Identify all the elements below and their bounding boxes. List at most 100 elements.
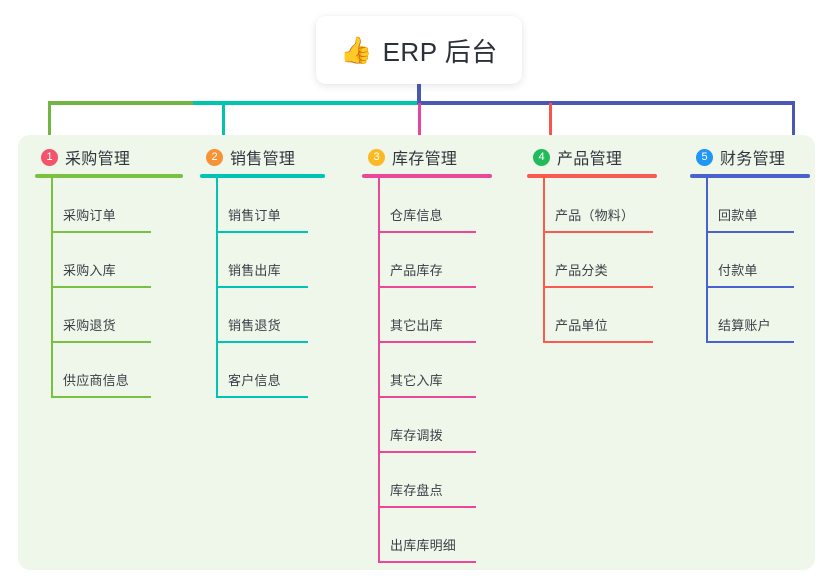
leaf-item[interactable]: 其它入库 [362, 343, 492, 398]
column-4-spine [543, 178, 545, 343]
leaf-item-label: 产品单位 [555, 318, 608, 333]
leaf-item-rule [378, 561, 476, 563]
leaf-item-rule [216, 341, 308, 343]
leaf-item[interactable]: 仓库信息 [362, 178, 492, 233]
leaf-item-rule [216, 286, 308, 288]
column-3-rule [362, 174, 492, 178]
leaf-item-label: 仓库信息 [390, 208, 443, 223]
leaf-item-rule [543, 286, 653, 288]
leaf-item-rule [51, 231, 151, 233]
column-2-title: 销售管理 [230, 151, 296, 168]
column-1: 1 采购管理 采购订单采购入库采购退货供应商信息 [35, 146, 183, 398]
leaf-item-rule [216, 231, 308, 233]
leaf-item[interactable]: 销售出库 [200, 233, 325, 288]
column-5-rule [690, 174, 810, 178]
column-3: 3 库存管理 仓库信息产品库存其它出库其它入库库存调拨库存盘点出库库明细 [362, 146, 492, 563]
leaf-item-label: 供应商信息 [63, 373, 130, 388]
column-5: 5 财务管理 回款单付款单结算账户 [690, 146, 810, 343]
leaf-item-rule [51, 286, 151, 288]
leaf-item[interactable]: 采购退货 [35, 288, 183, 343]
column-4-badge: 4 [533, 148, 550, 166]
leaf-item-label: 销售出库 [228, 263, 281, 278]
leaf-item-rule [378, 506, 476, 508]
column-4-header[interactable]: 4 产品管理 [527, 146, 657, 168]
leaf-item-rule [378, 451, 476, 453]
leaf-item[interactable]: 采购入库 [35, 233, 183, 288]
column-2-spine [216, 178, 218, 398]
leaf-item[interactable]: 库存调拨 [362, 398, 492, 453]
diagram-panel [18, 135, 815, 570]
column-4: 4 产品管理 产品（物料） 产品分类产品单位 [527, 146, 657, 343]
column-3-spine [378, 178, 380, 563]
leaf-item-rule [51, 341, 151, 343]
leaf-item[interactable]: 产品单位 [527, 288, 657, 343]
leaf-item-label: 采购退货 [63, 318, 116, 333]
column-5-header[interactable]: 5 财务管理 [690, 146, 810, 168]
trunk-drop-4 [549, 103, 552, 147]
column-1-rule [35, 174, 183, 178]
column-3-header[interactable]: 3 库存管理 [362, 146, 492, 168]
column-2-badge: 2 [206, 148, 223, 166]
column-1-badge: 1 [41, 148, 58, 166]
leaf-item[interactable]: 回款单 [690, 178, 810, 233]
leaf-item-label: 销售退货 [228, 318, 281, 333]
root-stem [417, 84, 421, 104]
leaf-item-label: 付款单 [718, 263, 758, 278]
trunk-segment-teal [193, 101, 421, 105]
leaf-item-rule [216, 396, 308, 398]
leaf-item[interactable]: 采购订单 [35, 178, 183, 233]
leaf-item[interactable]: 客户信息 [200, 343, 325, 398]
leaf-item[interactable]: 结算账户 [690, 288, 810, 343]
root-node-card[interactable]: 👍 ERP 后台 [316, 16, 522, 84]
leaf-item-label: 库存调拨 [390, 428, 443, 443]
column-2-items: 销售订单销售出库销售退货客户信息 [200, 178, 325, 398]
trunk-segment-green [48, 101, 198, 105]
leaf-item-label: 其它出库 [390, 318, 443, 333]
leaf-item[interactable]: 销售退货 [200, 288, 325, 343]
trunk-drop-1 [48, 101, 51, 147]
leaf-item-label: 产品（物料） [555, 208, 635, 223]
column-2: 2 销售管理 销售订单销售出库销售退货客户信息 [200, 146, 325, 398]
column-4-title: 产品管理 [557, 151, 623, 168]
leaf-item-label: 产品库存 [390, 263, 443, 278]
leaf-item-rule [706, 231, 794, 233]
leaf-item[interactable]: 出库库明细 [362, 508, 492, 563]
leaf-item-label: 销售订单 [228, 208, 281, 223]
leaf-item[interactable]: 库存盘点 [362, 453, 492, 508]
leaf-item-label: 库存盘点 [390, 483, 443, 498]
leaf-item[interactable]: 付款单 [690, 233, 810, 288]
trunk-drop-5 [792, 101, 795, 147]
leaf-item-rule [543, 231, 653, 233]
leaf-item[interactable]: 供应商信息 [35, 343, 183, 398]
column-4-items: 产品（物料） 产品分类产品单位 [527, 178, 657, 343]
column-3-title: 库存管理 [392, 151, 458, 168]
leaf-item[interactable]: 产品（物料） [527, 178, 657, 233]
column-2-header[interactable]: 2 销售管理 [200, 146, 325, 168]
column-2-rule [200, 174, 325, 178]
leaf-item-label: 客户信息 [228, 373, 281, 388]
column-3-badge: 3 [368, 148, 385, 166]
leaf-item[interactable]: 销售订单 [200, 178, 325, 233]
leaf-item-label: 结算账户 [718, 318, 771, 333]
leaf-item-rule [706, 286, 794, 288]
trunk-segment-blue [417, 101, 795, 105]
column-1-header[interactable]: 1 采购管理 [35, 146, 183, 168]
leaf-item-rule [378, 341, 476, 343]
leaf-item-label: 回款单 [718, 208, 758, 223]
leaf-item-label: 其它入库 [390, 373, 443, 388]
leaf-item-rule [51, 396, 151, 398]
leaf-item-rule [378, 286, 476, 288]
leaf-item-rule [378, 396, 476, 398]
column-3-items: 仓库信息产品库存其它出库其它入库库存调拨库存盘点出库库明细 [362, 178, 492, 563]
leaf-item-label: 产品分类 [555, 263, 608, 278]
leaf-item[interactable]: 产品库存 [362, 233, 492, 288]
leaf-item[interactable]: 其它出库 [362, 288, 492, 343]
leaf-item-label: 采购入库 [63, 263, 116, 278]
column-1-title: 采购管理 [65, 151, 131, 168]
column-1-items: 采购订单采购入库采购退货供应商信息 [35, 178, 183, 398]
column-5-title: 财务管理 [720, 151, 786, 168]
leaf-item-label: 采购订单 [63, 208, 116, 223]
leaf-item-rule [706, 341, 794, 343]
trunk-drop-2 [222, 101, 225, 147]
leaf-item[interactable]: 产品分类 [527, 233, 657, 288]
